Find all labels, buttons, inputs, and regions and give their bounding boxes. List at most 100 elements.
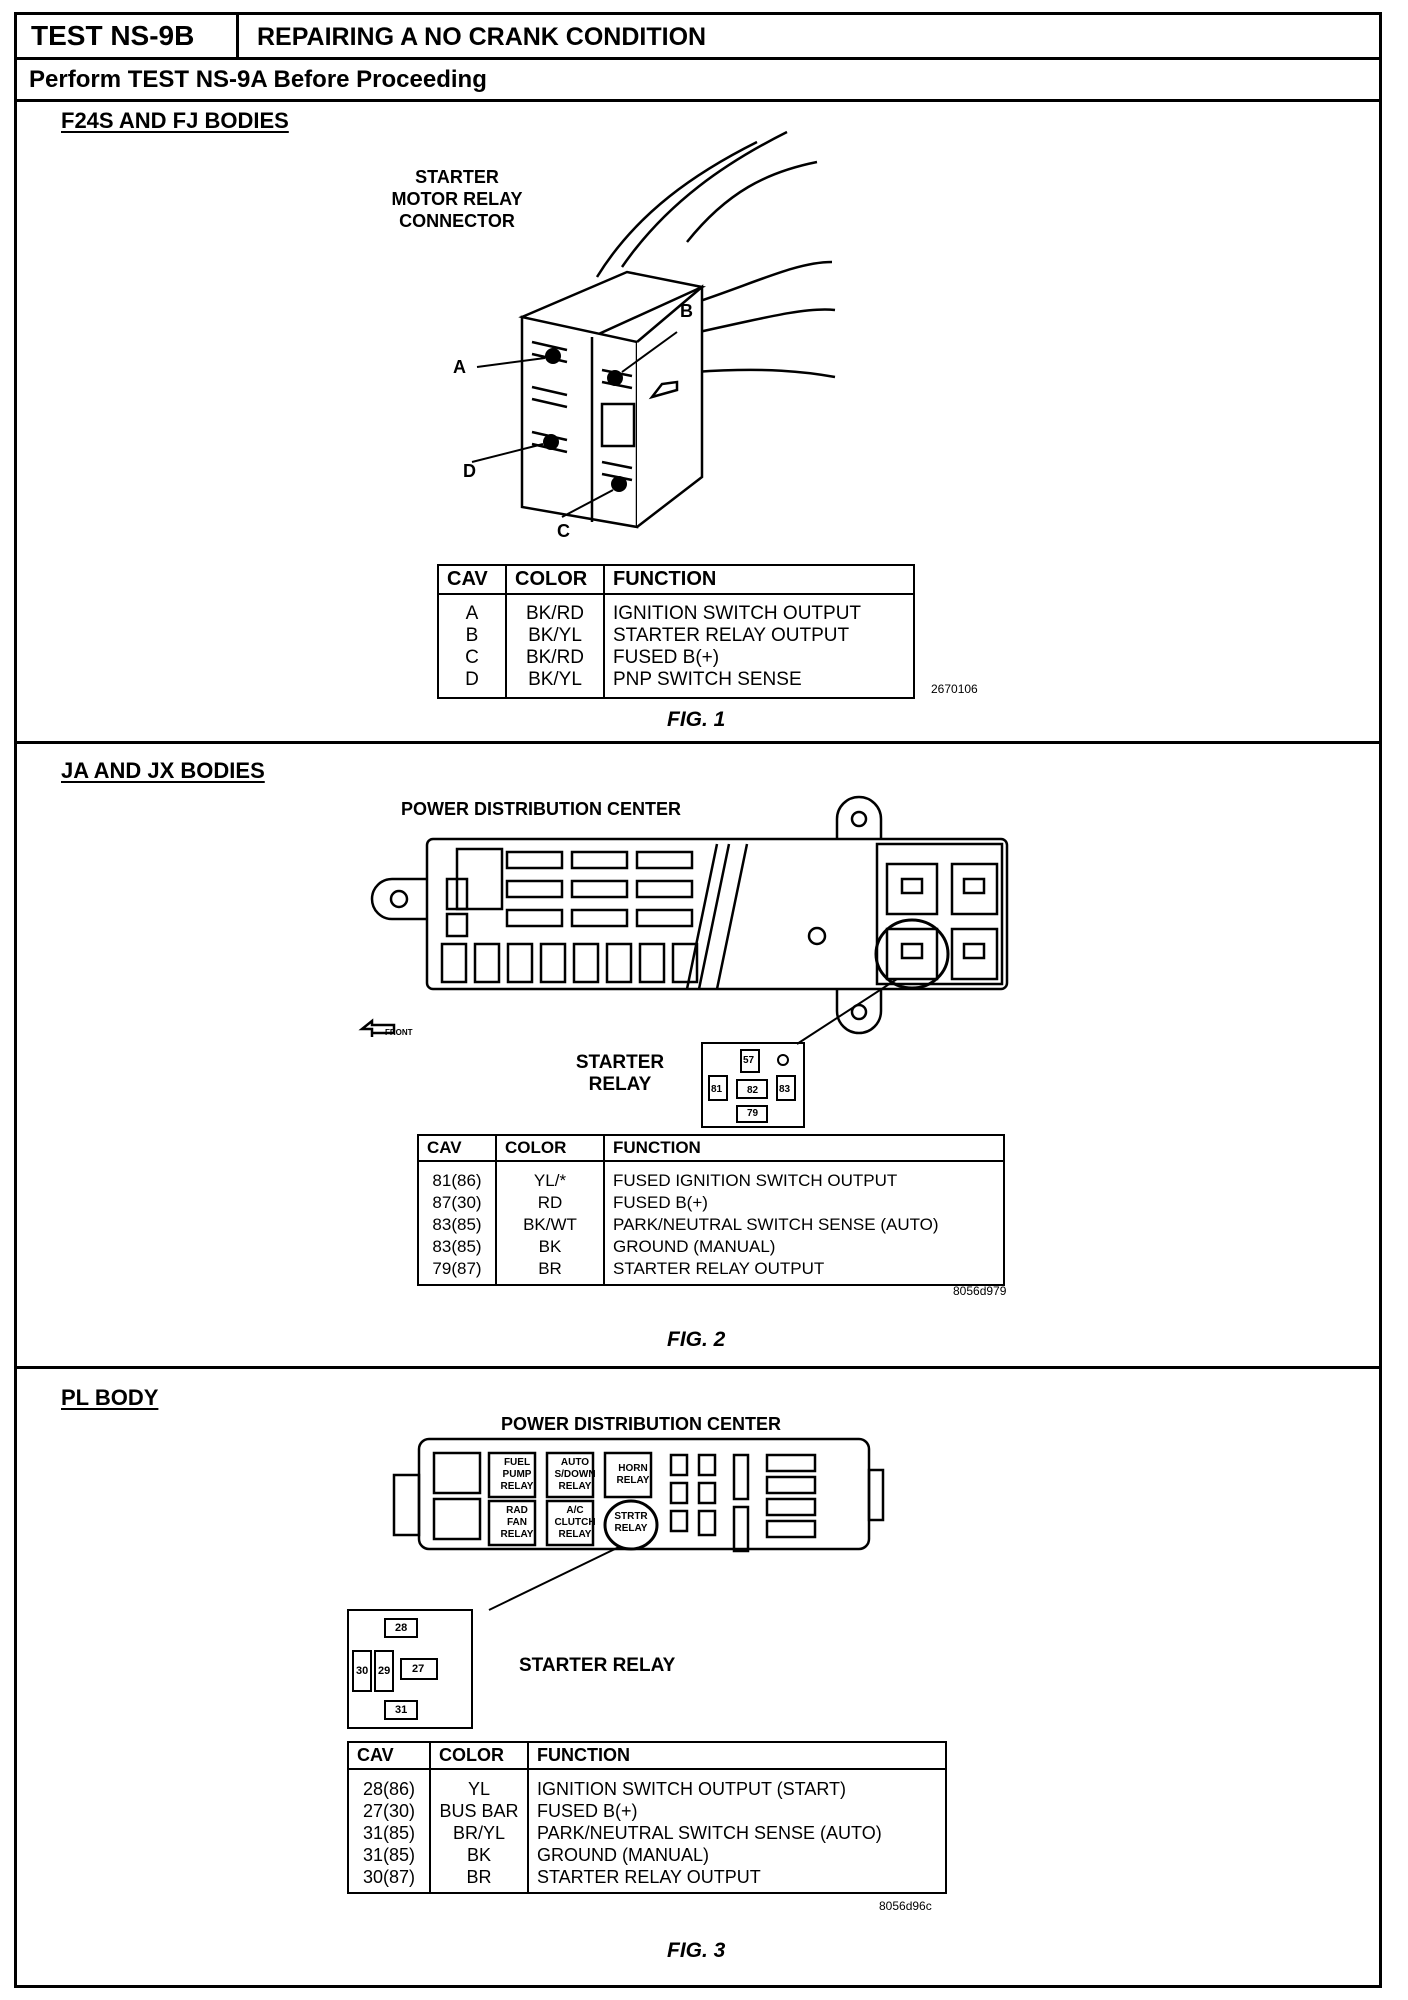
auto-shutdown-relay-line-3: RELAY: [558, 1481, 592, 1492]
col-cav: CAV: [418, 1135, 497, 1162]
cell-color: BK/WT: [496, 1214, 605, 1236]
connector-label-line-1: STARTER: [415, 167, 499, 187]
starter-relay-line-2: RELAY: [614, 1523, 648, 1534]
auto-shutdown-relay-line-1: AUTO: [560, 1457, 590, 1468]
cell-function: GROUND (MANUAL): [537, 1845, 710, 1865]
cell-function: STARTER RELAY OUTPUT: [537, 1867, 761, 1887]
starter-relay-label: STARTER RELAY: [565, 1052, 675, 1096]
starter-relay-label-line-1: STARTER: [575, 1052, 665, 1073]
diagram-title: POWER DISTRIBUTION CENTER: [501, 1414, 782, 1434]
starter-relay-line-1: STRTR: [614, 1511, 648, 1522]
figure-code: 2670106: [931, 682, 978, 696]
pin-d-dot: [543, 434, 559, 450]
section-pl-body: PL BODY POWER DISTRIBUTION CENTER: [17, 1369, 1379, 1985]
col-cav: CAV: [438, 565, 507, 595]
pin-a-dot: [545, 348, 561, 364]
col-function: FUNCTION: [604, 1135, 1004, 1162]
relay-pin-79: 79: [747, 1108, 759, 1119]
cell-cav: 27(30): [348, 1800, 431, 1822]
horn-relay-line-2: RELAY: [616, 1475, 650, 1486]
page-title: REPAIRING A NO CRANK CONDITION: [257, 23, 707, 51]
cell-cav: 31(85): [348, 1822, 431, 1844]
relay-pin-82: 82: [747, 1085, 759, 1096]
section-heading: PL BODY: [61, 1385, 159, 1410]
starter-relay-in-pdc: STRTR RELAY: [601, 1511, 661, 1535]
connector-label-line-3: CONNECTOR: [399, 211, 515, 231]
cell-color: YL/*: [496, 1161, 605, 1192]
horn-relay-line-1: HORN: [618, 1463, 648, 1474]
figure-code: 8056d979: [953, 1284, 1007, 1298]
cell-cav: 31(85): [348, 1844, 431, 1866]
relay-pin-29: 29: [378, 1665, 391, 1677]
rad-fan-relay: RAD FAN RELAY: [487, 1505, 547, 1541]
cell-function: PARK/NEUTRAL SWITCH SENSE (AUTO): [537, 1823, 882, 1843]
front-label: FRONT: [385, 1028, 413, 1037]
table-row: 28(86) YL IGNITION SWITCH OUTPUT (START): [348, 1769, 946, 1800]
connector-label-line-2: MOTOR RELAY: [391, 189, 523, 209]
cell-color: RD: [496, 1192, 605, 1214]
cell-cav: A: [438, 594, 507, 625]
relay-pin-81: 81: [711, 1084, 723, 1095]
fuel-pump-relay-line-1: FUEL: [503, 1457, 531, 1468]
relay-pin-27: 27: [412, 1663, 425, 1675]
ac-clutch-relay-line-1: A/C: [566, 1505, 584, 1516]
starter-motor-relay-connector-drawing: [471, 130, 836, 529]
cell-cav: 83(85): [418, 1214, 497, 1236]
cell-color: BK/RD: [506, 594, 605, 625]
cell-cav: 87(30): [418, 1192, 497, 1214]
col-function: FUNCTION: [528, 1742, 946, 1770]
cell-cav: 81(86): [418, 1161, 497, 1192]
cell-color: YL: [430, 1769, 529, 1800]
rad-fan-relay-line-3: RELAY: [500, 1529, 534, 1540]
starter-relay-label: STARTER RELAY: [519, 1655, 676, 1676]
cell-function: IGNITION SWITCH OUTPUT (START): [537, 1779, 846, 1799]
cell-function: PARK/NEUTRAL SWITCH SENSE (AUTO): [613, 1215, 939, 1234]
table-row: 79(87) BR STARTER RELAY OUTPUT: [418, 1258, 1004, 1285]
cell-color: BUS BAR: [430, 1800, 529, 1822]
cell-color: BK: [496, 1236, 605, 1258]
cell-cav: C: [438, 647, 507, 669]
table-row: B BK/YL STARTER RELAY OUTPUT: [438, 625, 914, 647]
cell-function: GROUND (MANUAL): [613, 1237, 776, 1256]
cell-color: BR/YL: [430, 1822, 529, 1844]
pinout-table: CAV COLOR FUNCTION 28(86) YL IGNITION SW…: [347, 1741, 947, 1894]
diagram-title: POWER DISTRIBUTION CENTER: [401, 799, 682, 819]
pin-b-dot: [607, 370, 623, 386]
cell-function: PNP SWITCH SENSE: [613, 669, 802, 690]
cell-function: IGNITION SWITCH OUTPUT: [613, 603, 862, 624]
table-row: 87(30) RD FUSED B(+): [418, 1192, 1004, 1214]
cell-function: FUSED B(+): [613, 1193, 708, 1212]
cell-cav: 83(85): [418, 1236, 497, 1258]
pinout-table: CAV COLOR FUNCTION 81(86) YL/* FUSED IGN…: [417, 1134, 1005, 1286]
relay-pin-31: 31: [395, 1704, 408, 1716]
pl-power-distribution-center-drawing: [392, 1437, 885, 1611]
auto-shutdown-relay: AUTO S/DOWN RELAY: [545, 1457, 605, 1493]
test-id: TEST NS-9B: [17, 15, 239, 57]
figure-caption: FIG. 3: [667, 1939, 726, 1962]
figure-caption: FIG. 1: [667, 708, 726, 731]
pin-c-dot: [611, 476, 627, 492]
starter-relay-pinout-drawing: [701, 1042, 805, 1128]
cell-color: BK/RD: [506, 647, 605, 669]
section-f24s-fj: F24S AND FJ BODIES STARTER MOTOR RELAY C…: [17, 102, 1379, 744]
cell-function: FUSED IGNITION SWITCH OUTPUT: [613, 1171, 898, 1190]
figure-caption: FIG. 2: [667, 1328, 726, 1351]
table-row: D BK/YL PNP SWITCH SENSE: [438, 669, 914, 698]
relay-pin-30: 30: [356, 1665, 369, 1677]
power-distribution-center-drawing: [358, 795, 1009, 1045]
table-row: 31(85) BR/YL PARK/NEUTRAL SWITCH SENSE (…: [348, 1822, 946, 1844]
fuel-pump-relay-line-2: PUMP: [502, 1469, 532, 1480]
col-color: COLOR: [496, 1135, 605, 1162]
page-subtitle: Perform TEST NS-9A Before Proceeding: [17, 60, 1379, 102]
ac-clutch-relay-line-2: CLUTCH: [554, 1517, 596, 1528]
cell-cav: 28(86): [348, 1769, 431, 1800]
cell-function: STARTER RELAY OUTPUT: [613, 625, 850, 646]
cell-function: FUSED B(+): [613, 647, 720, 668]
table-row: 83(85) BK/WT PARK/NEUTRAL SWITCH SENSE (…: [418, 1214, 1004, 1236]
cell-function: STARTER RELAY OUTPUT: [613, 1259, 825, 1278]
pinout-table: CAV COLOR FUNCTION A BK/RD IGNITION SWIT…: [437, 564, 915, 699]
pin-label-d: D: [463, 461, 476, 481]
relay-pin-83: 83: [779, 1084, 791, 1095]
ac-clutch-relay: A/C CLUTCH RELAY: [545, 1505, 605, 1541]
section-ja-jx: JA AND JX BODIES POWER DISTRIBUTION CENT…: [17, 744, 1379, 1369]
